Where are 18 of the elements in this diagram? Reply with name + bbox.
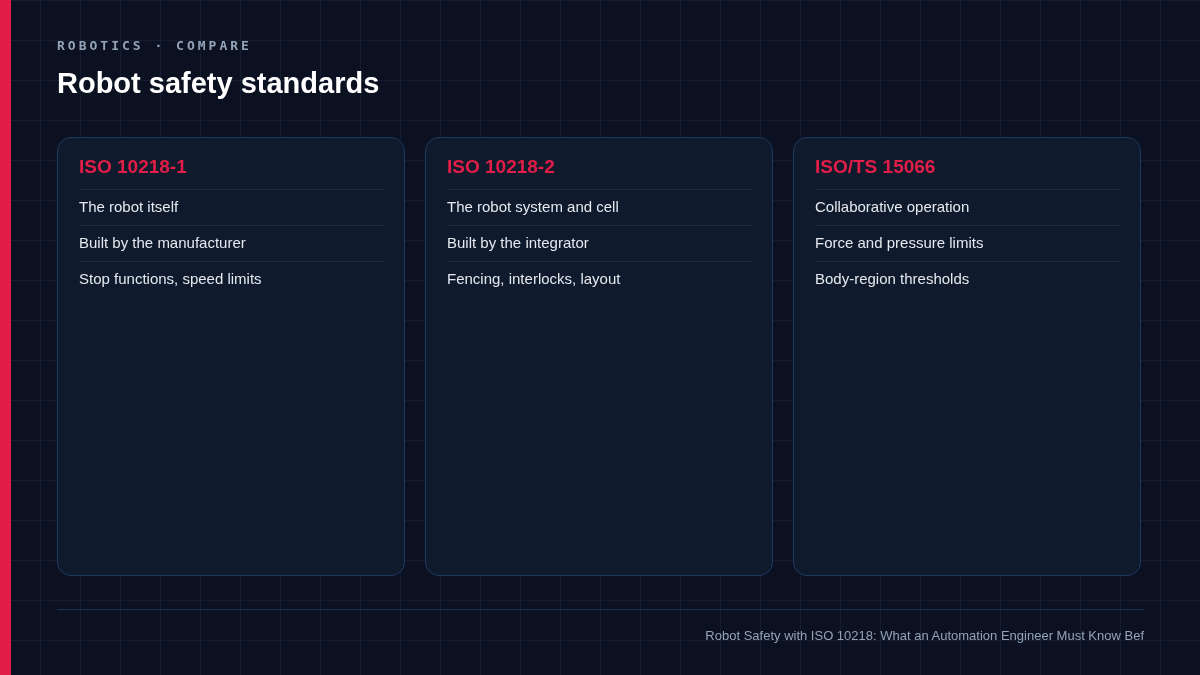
page-title: Robot safety standards [57, 67, 380, 100]
card-heading: ISO 10218-2 [447, 156, 555, 178]
source-title: Robot Safety with ISO 10218: What an Automation Engineer Must Know Bef [705, 628, 1144, 643]
list-item: Body-region thresholds [815, 261, 1120, 297]
list-item: The robot system and cell [447, 189, 752, 225]
standard-card [425, 137, 773, 576]
section-label: ROBOTICS · COMPARE [57, 38, 252, 53]
card-heading: ISO/TS 15066 [815, 156, 936, 178]
list-item: Fencing, interlocks, layout [447, 261, 752, 297]
card-heading: ISO 10218-1 [79, 156, 187, 178]
list-item: Built by the manufacturer [79, 225, 384, 261]
list-item: Force and pressure limits [815, 225, 1120, 261]
standard-card [793, 137, 1141, 576]
list-item: Collaborative operation [815, 189, 1120, 225]
list-item: Stop functions, speed limits [79, 261, 384, 297]
list-item: Built by the integrator [447, 225, 752, 261]
list-item: The robot itself [79, 189, 384, 225]
standard-card [57, 137, 405, 576]
